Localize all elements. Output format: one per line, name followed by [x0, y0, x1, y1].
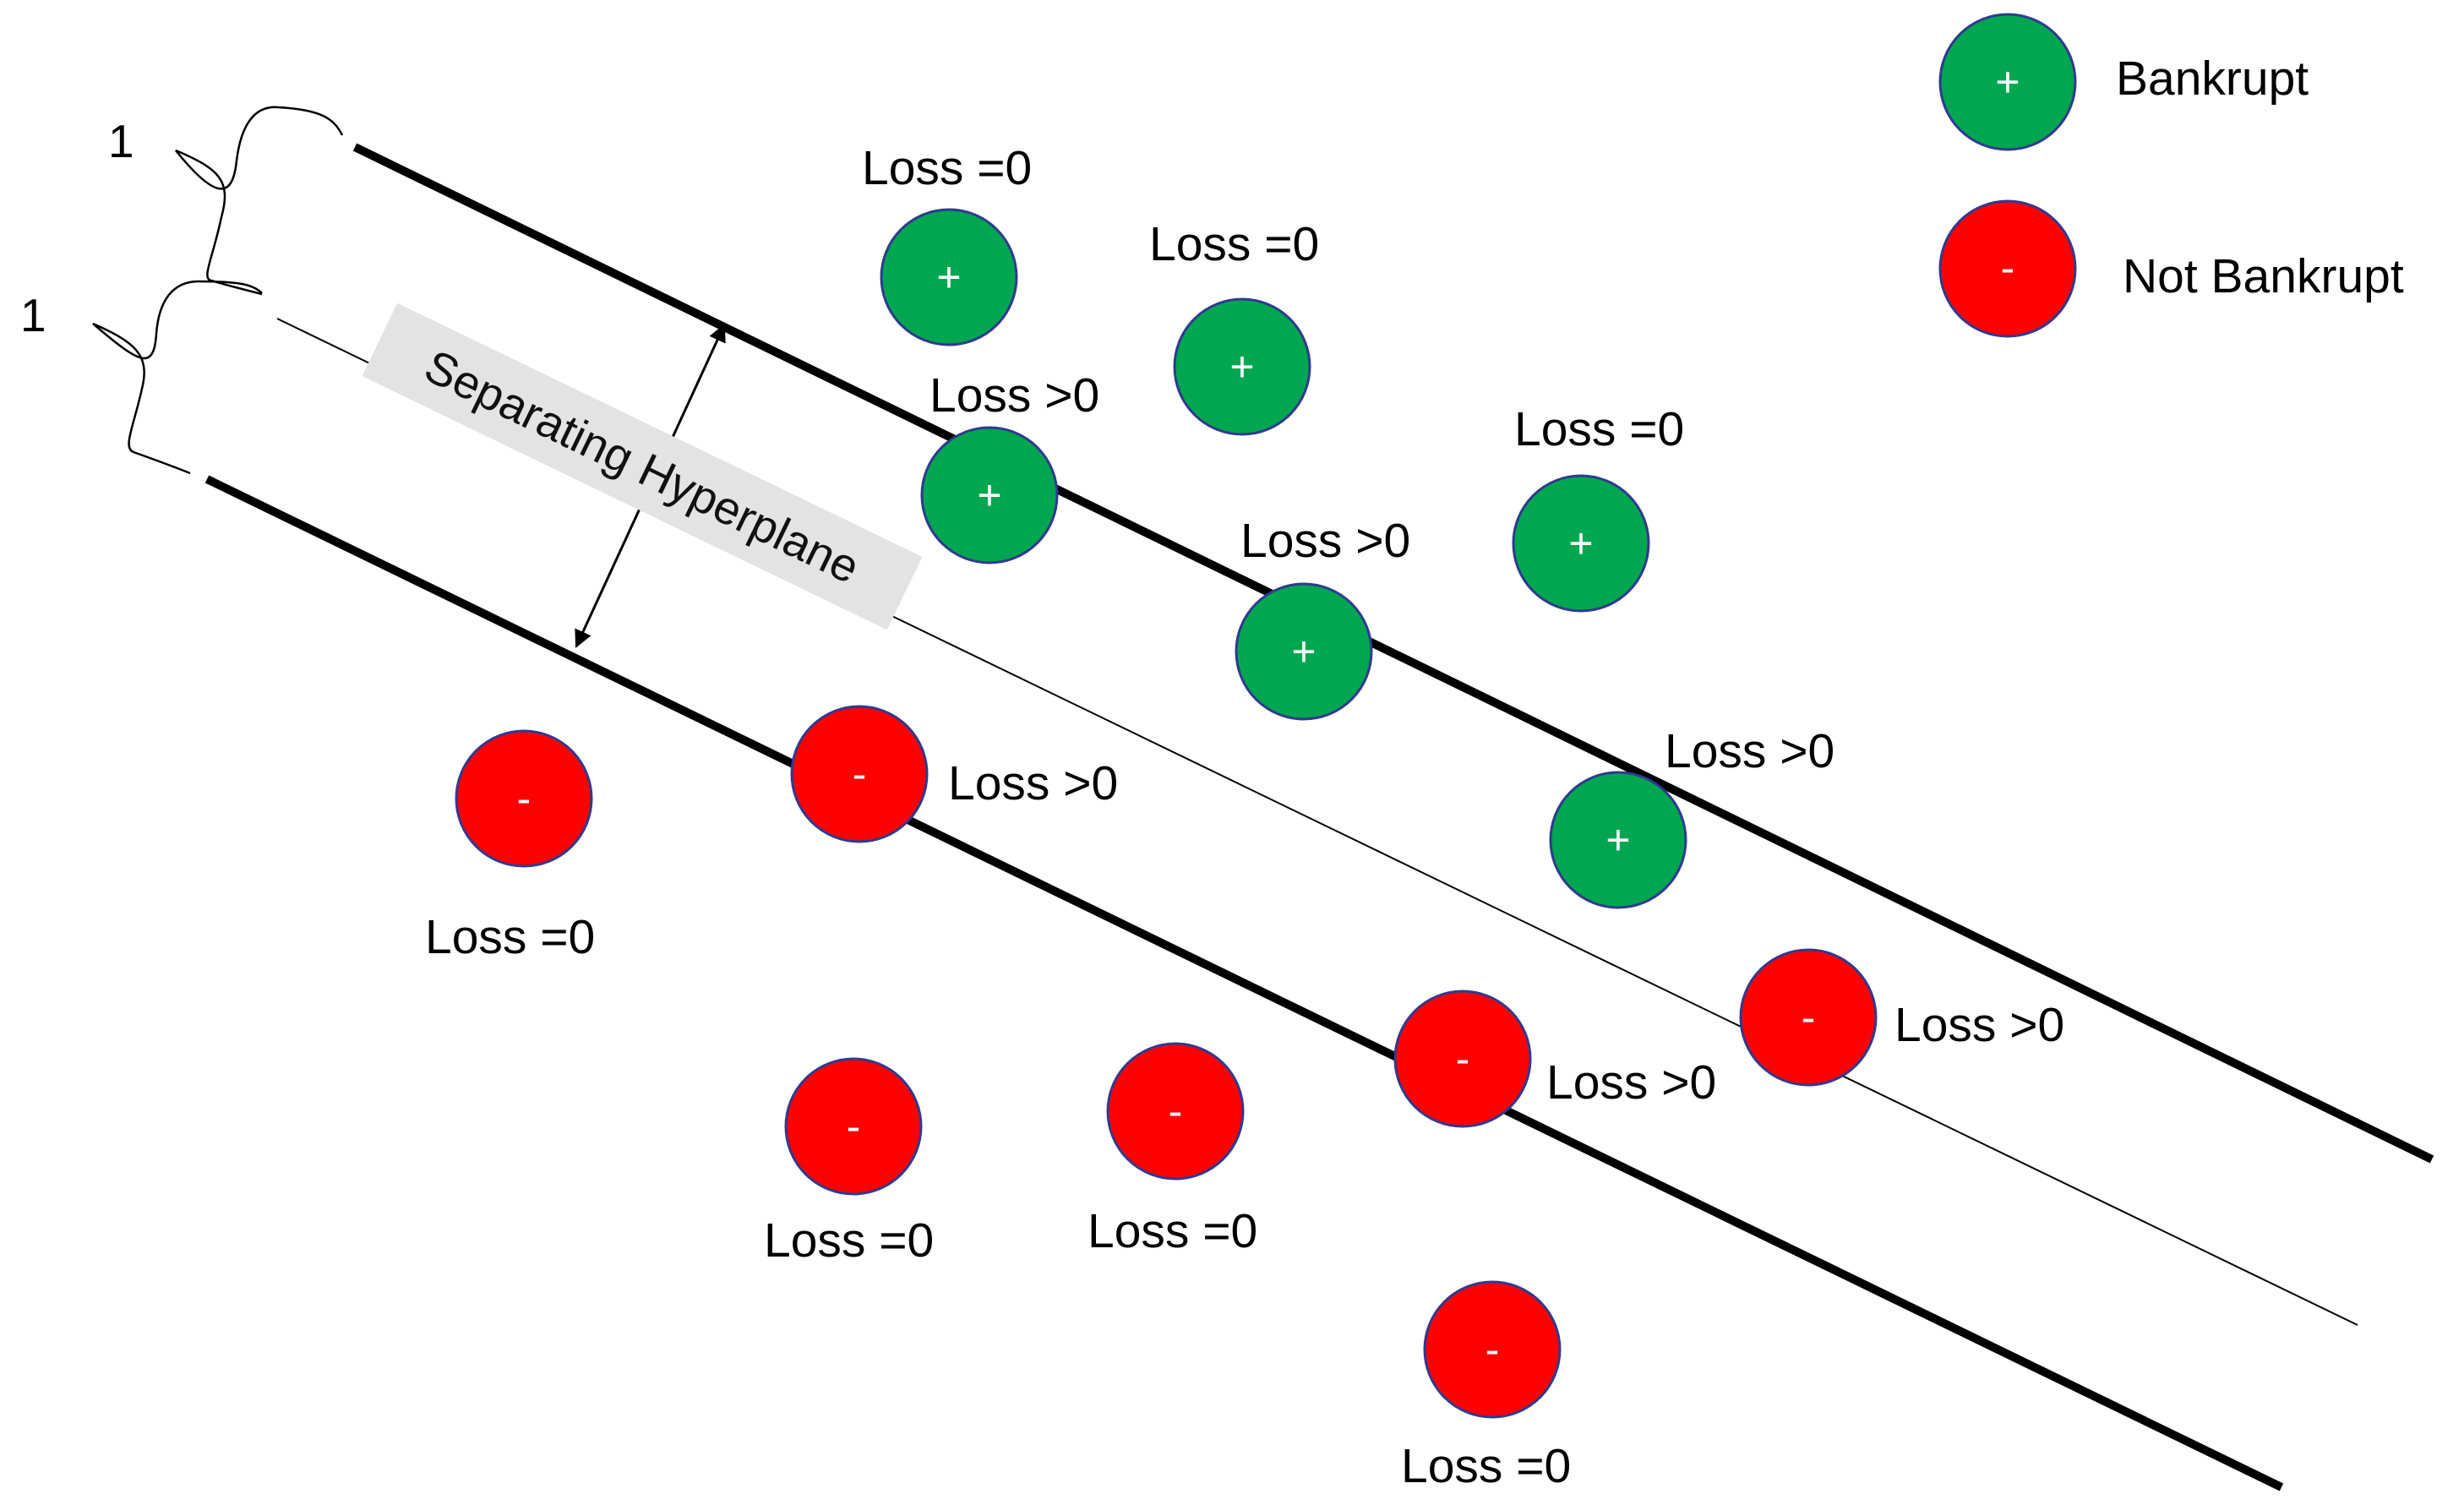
not-bankrupt-point: - Loss =0 [425, 729, 595, 964]
point-symbol: + [1291, 628, 1316, 675]
legend-positive-label: Bankrupt [2116, 52, 2309, 106]
legend-positive-marker [1938, 13, 2077, 151]
legend-item-not-bankrupt: - Not Bankrupt [1938, 199, 2404, 338]
point-symbol: + [1229, 343, 1254, 390]
bankrupt-point: + Loss >0 [1549, 724, 1834, 909]
point-symbol: + [977, 472, 1001, 519]
point-marker [1106, 1042, 1245, 1181]
loss-label: Loss >0 [1665, 724, 1834, 778]
not-bankrupt-point: - Loss >0 [1393, 990, 1716, 1128]
loss-label: Loss =0 [425, 910, 595, 964]
legend: + Bankrupt - Not Bankrupt [1938, 13, 2404, 338]
loss-label: Loss =0 [1514, 402, 1684, 456]
point-marker [790, 705, 929, 843]
bankrupt-point: + Loss =0 [862, 141, 1032, 346]
loss-label: Loss =0 [1088, 1204, 1257, 1258]
bankrupt-point: + Loss >0 [1235, 514, 1410, 721]
point-marker [784, 1057, 923, 1196]
lower-margin-brace [92, 280, 263, 475]
loss-label: Loss =0 [764, 1213, 934, 1268]
point-marker [1739, 948, 1878, 1087]
legend-positive-symbol: + [1995, 58, 2020, 106]
lower-margin-line [204, 475, 2284, 1491]
point-marker [880, 208, 1018, 346]
not-bankrupt-point: - Loss =0 [764, 1057, 934, 1268]
point-symbol: - [847, 1103, 861, 1150]
loss-label: Loss >0 [948, 756, 1118, 810]
not-bankrupt-point: - Loss =0 [1401, 1280, 1571, 1493]
legend-item-bankrupt: + Bankrupt [1938, 13, 2309, 151]
loss-label: Loss =0 [862, 141, 1032, 195]
upper-margin-line [352, 143, 2434, 1164]
loss-label: Loss =0 [1149, 217, 1319, 271]
legend-negative-label: Not Bankrupt [2123, 249, 2404, 303]
hyperplane-label-box [362, 303, 923, 630]
hyperplane-label: Separating Hyperplane [362, 303, 923, 630]
legend-negative-symbol: - [2001, 244, 2015, 292]
point-symbol: + [936, 254, 961, 301]
bankrupt-point: + Loss =0 [1512, 402, 1684, 613]
upper-margin-brace [175, 106, 344, 296]
margin-label-lower: 1 [20, 289, 46, 341]
point-marker [920, 426, 1059, 564]
point-symbol: - [1456, 1035, 1470, 1082]
point-marker [1423, 1280, 1562, 1419]
point-symbol: - [1485, 1326, 1500, 1373]
bankrupt-point: + Loss >0 [920, 368, 1099, 564]
bankrupt-point: + Loss =0 [1149, 217, 1319, 436]
point-symbol: - [853, 750, 867, 798]
margin-label-upper: 1 [108, 115, 134, 167]
point-marker [1393, 990, 1532, 1128]
point-marker [455, 729, 593, 868]
point-symbol: - [517, 775, 532, 822]
loss-label: Loss >0 [1894, 998, 2064, 1052]
not-bankrupt-point: - Loss >0 [790, 705, 1118, 843]
point-marker [1173, 297, 1311, 436]
not-bankrupt-point: - Loss >0 [1739, 948, 2064, 1087]
loss-label: Loss >0 [1546, 1055, 1716, 1110]
point-marker [1549, 771, 1687, 909]
point-marker [1512, 474, 1650, 613]
not-bankrupt-point: - Loss =0 [1088, 1042, 1257, 1258]
point-symbol: - [1802, 994, 1816, 1041]
loss-label: Loss =0 [1401, 1439, 1571, 1493]
point-symbol: - [1169, 1088, 1183, 1135]
point-symbol: + [1605, 816, 1630, 864]
point-symbol: + [1568, 520, 1593, 567]
hyperplane-label-text: Separating Hyperplane [417, 340, 868, 594]
legend-negative-marker [1938, 199, 2077, 338]
loss-label: Loss >0 [1240, 514, 1410, 568]
point-marker [1235, 582, 1373, 721]
loss-label: Loss >0 [929, 368, 1099, 423]
data-points: + Loss =0 + Loss =0 + Loss >0 + Loss =0 + Loss >0… [425, 141, 2064, 1493]
